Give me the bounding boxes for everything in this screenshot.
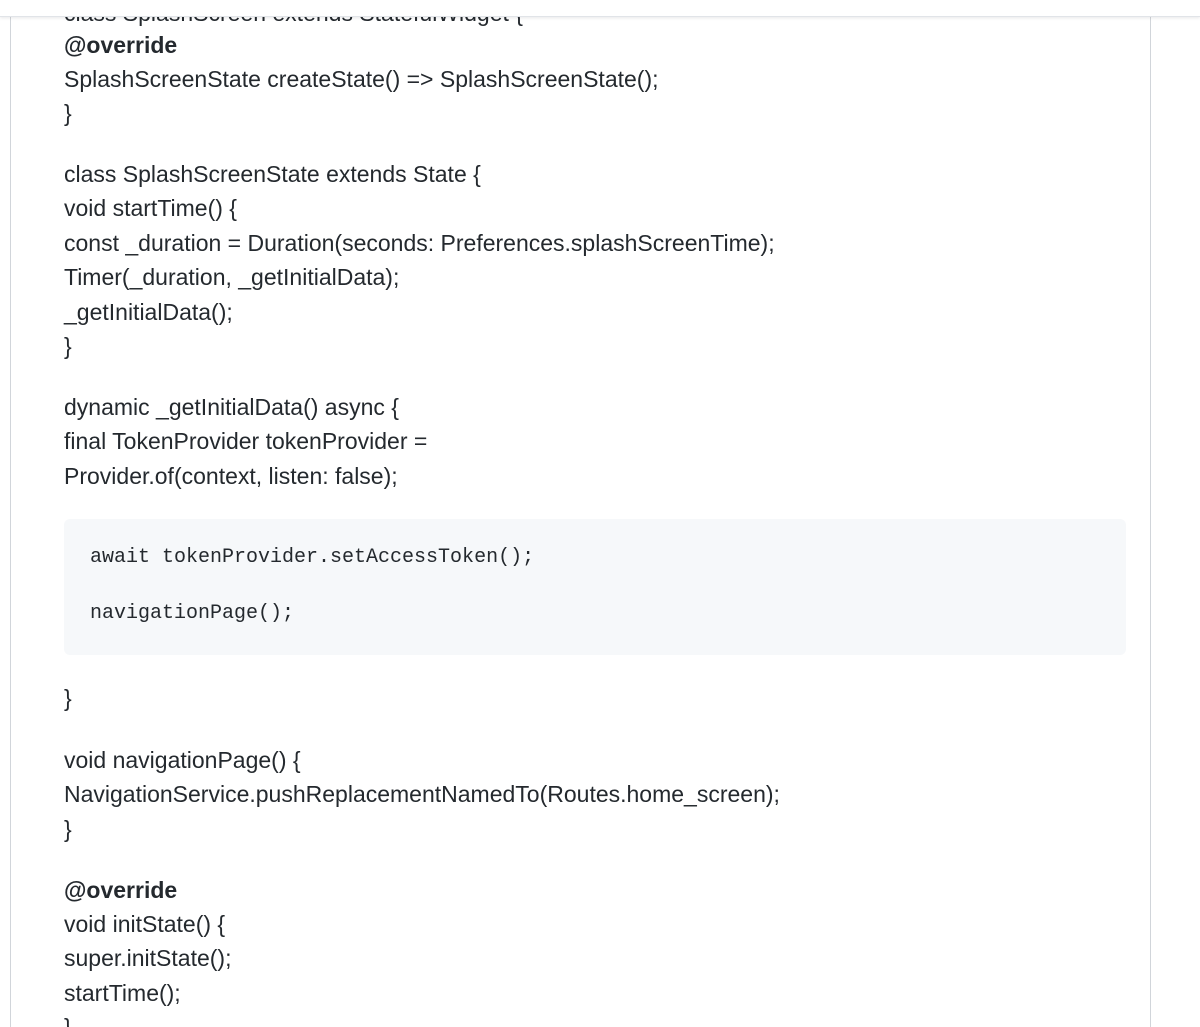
code-line: }: [64, 333, 72, 359]
code-line: void navigationPage() {: [64, 747, 301, 773]
code-line: dynamic _getInitialData() async {: [64, 394, 399, 420]
code-line: void initState() {: [64, 911, 226, 937]
code-line: class SplashScreenState extends State {: [64, 161, 481, 187]
code-line: Provider.of(context, listen: false);: [64, 463, 398, 489]
code-block-line: await tokenProvider.setAccessToken();: [90, 546, 535, 569]
override-annotation: @override: [64, 32, 178, 58]
code-line: const _duration = Duration(seconds: Pref…: [64, 230, 775, 256]
code-line: startTime();: [64, 980, 181, 1006]
code-line: }: [64, 685, 72, 711]
code-line: SplashScreenState createState() => Splas…: [64, 66, 659, 92]
code-line: }: [64, 816, 72, 842]
sticky-header-shadow: [0, 0, 1200, 17]
code-line: NavigationService.pushReplacementNamedTo…: [64, 781, 780, 807]
code-line: }: [64, 100, 72, 126]
code-line: super.initState();: [64, 945, 232, 971]
code-line: final TokenProvider tokenProvider =: [64, 428, 428, 454]
code-line: Timer(_duration, _getInitialData);: [64, 264, 400, 290]
comment-body: class SplashScreen extends StatefulWidge…: [10, 0, 1151, 1027]
code-block: await tokenProvider.setAccessToken(); na…: [64, 519, 1126, 655]
code-block-line: navigationPage();: [90, 602, 295, 625]
code-line: _getInitialData();: [64, 299, 233, 325]
code-line: void startTime() {: [64, 195, 237, 221]
override-annotation: @override: [64, 877, 178, 903]
code-line: }: [64, 1014, 72, 1027]
